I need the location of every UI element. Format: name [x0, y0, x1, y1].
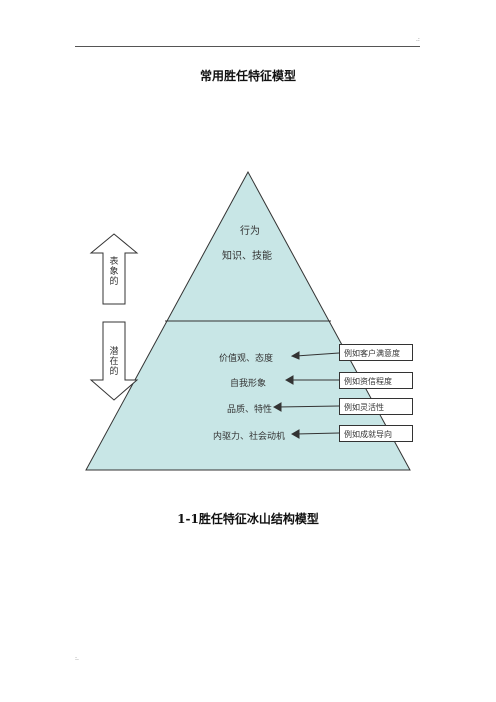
- figure-caption: 1-1胜任特征冰山结构模型: [177, 512, 319, 526]
- up-arrow-icon: [89, 233, 139, 305]
- example-box-flexibility: 例如灵活性: [339, 398, 413, 415]
- pointer-line-3: [277, 405, 340, 408]
- page-title: 常用胜任特征模型: [199, 69, 296, 83]
- pointer-line-1: [295, 352, 340, 357]
- header-rule: [75, 46, 420, 47]
- label-latent: 潜在的: [109, 347, 119, 377]
- label-behavior: 行为: [240, 226, 260, 237]
- pointer-head-2: [284, 375, 294, 385]
- label-traits: 品质、特性: [227, 405, 273, 415]
- label-surface: 表象的: [109, 257, 119, 287]
- pointer-head-3: [272, 402, 282, 412]
- example-box-customer-satisfaction: 例如客户满意度: [339, 344, 413, 361]
- label-knowledge-skills: 知识、技能: [222, 251, 272, 262]
- example-box-credit-level: 例如资信程度: [339, 372, 413, 389]
- header-mark: .:: [416, 36, 420, 43]
- footer-mark: :.: [75, 655, 79, 662]
- label-values-attitude: 价值观、态度: [219, 354, 274, 364]
- label-self-image: 自我形象: [230, 379, 267, 389]
- example-box-achievement: 例如成就导向: [339, 425, 413, 442]
- down-arrow-icon: [89, 321, 139, 401]
- label-motives: 内驱力、社会动机: [213, 432, 286, 442]
- pointer-line-4: [295, 432, 340, 435]
- pointer-head-1: [290, 351, 300, 360]
- pointer-head-4: [290, 429, 300, 439]
